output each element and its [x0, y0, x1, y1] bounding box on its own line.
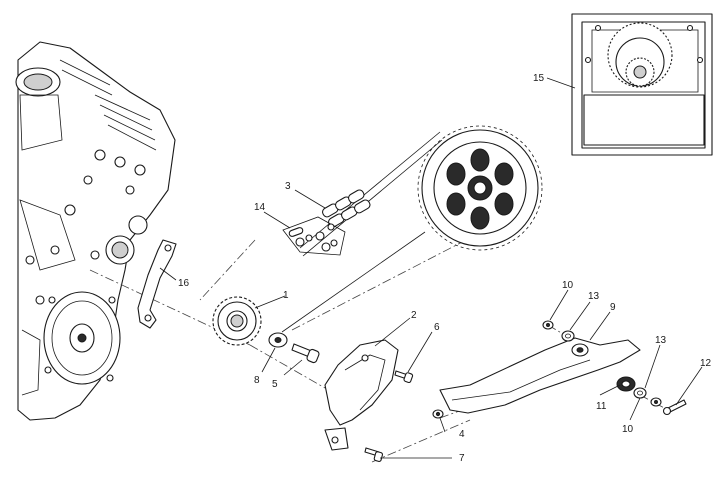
callout-13-lower: 13 [655, 335, 667, 346]
sprocket-washer [268, 332, 288, 348]
slider-bushing [616, 376, 636, 392]
callout-4: 4 [459, 429, 465, 440]
lower-screw [364, 447, 383, 462]
slider-screw [662, 399, 687, 416]
callout-9: 9 [610, 302, 616, 313]
callout-10-lower: 10 [622, 424, 634, 435]
chain-link [321, 189, 371, 228]
spacer-nut [432, 409, 444, 419]
lower-slider-hardware [633, 387, 662, 407]
callout-6: 6 [434, 322, 440, 333]
drive-chain [281, 131, 443, 333]
callout-8: 8 [254, 375, 260, 386]
upper-slider-hardware [542, 320, 575, 342]
callout-11: 11 [596, 401, 607, 412]
front-sprocket [212, 296, 262, 346]
cover-gasket-inset [571, 13, 713, 156]
callout-13-upper: 13 [588, 291, 600, 302]
sprocket-bolt [291, 343, 320, 364]
leader-lines [159, 77, 703, 459]
front-sprocket-cover [324, 339, 399, 451]
chain-slider [439, 337, 641, 414]
callout-12: 12 [700, 358, 712, 369]
callout-1: 1 [283, 290, 289, 301]
callout-14: 14 [254, 202, 266, 213]
callout-5: 5 [272, 379, 278, 390]
master-link-kit [282, 216, 346, 256]
callout-7: 7 [459, 453, 465, 464]
engine-casing [15, 41, 176, 421]
callout-3: 3 [285, 181, 291, 192]
callout-16: 16 [178, 278, 190, 289]
callout-10-upper: 10 [562, 280, 574, 291]
sprocket-guard-bracket [137, 239, 177, 329]
callout-numbers: 1 2 3 4 5 6 7 8 9 10 10 11 12 13 13 14 1… [178, 73, 712, 464]
cover-screw [394, 370, 414, 384]
rear-sprocket [417, 125, 543, 251]
callout-2: 2 [411, 310, 417, 321]
callout-15: 15 [533, 73, 545, 84]
